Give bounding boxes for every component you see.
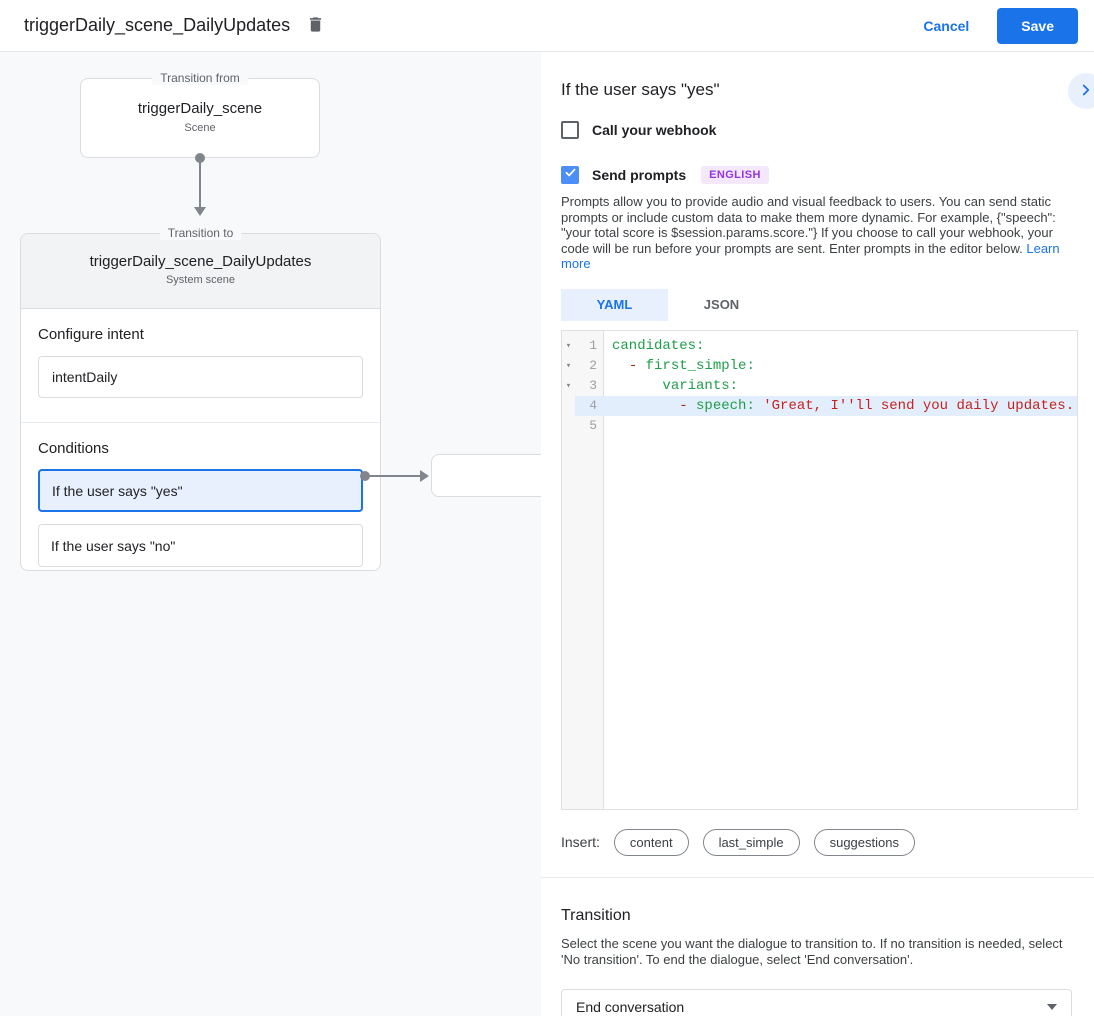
- transition-select[interactable]: End conversation: [561, 988, 1072, 1016]
- intent-field[interactable]: intentDaily: [38, 356, 363, 398]
- prompts-description-text: Prompts allow you to provide audio and v…: [561, 194, 1056, 256]
- transition-description: Select the scene you want the dialogue t…: [561, 935, 1063, 967]
- conditions-heading: Conditions: [38, 440, 109, 457]
- connector-dot: [195, 153, 205, 163]
- transition-selected-value: End conversation: [576, 998, 685, 1015]
- send-prompts-checkbox[interactable]: [561, 166, 579, 184]
- webhook-row: Call your webhook: [561, 121, 1078, 139]
- top-bar: triggerDaily_scene_DailyUpdates Cancel S…: [0, 0, 1094, 52]
- line-number: 5: [589, 417, 597, 433]
- card-divider: [21, 422, 380, 423]
- to-scene-type: System scene: [165, 274, 236, 286]
- intent-value: intentDaily: [52, 369, 118, 385]
- to-scene-name: triggerDaily_scene_DailyUpdates: [89, 253, 312, 270]
- code-line[interactable]: 4 - speech: 'Great, I''ll send you daily…: [562, 395, 1077, 416]
- dropdown-caret-icon: [1047, 1003, 1057, 1010]
- connector-line-vertical: [199, 159, 201, 207]
- arrow-down-icon: [194, 207, 206, 216]
- condition-no-label: If the user says "no": [51, 537, 176, 554]
- configure-intent-heading: Configure intent: [38, 326, 144, 343]
- condition-item-no[interactable]: If the user says "no": [38, 524, 363, 567]
- code-line-text: [604, 416, 1077, 436]
- prompts-description: Prompts allow you to provide audio and v…: [561, 194, 1075, 272]
- transition-from-node[interactable]: Transition from triggerDaily_scene Scene: [80, 71, 320, 158]
- fold-arrow-icon[interactable]: ▾: [565, 340, 572, 351]
- language-badge: ENGLISH: [701, 166, 769, 184]
- arrow-right-icon: [420, 470, 429, 482]
- scene-flow-panel: Transition from triggerDaily_scene Scene…: [0, 52, 541, 1016]
- condition-title: If the user says "yes": [561, 80, 720, 99]
- editor-tabs: YAML JSON: [561, 288, 1078, 321]
- transition-heading: Transition: [561, 906, 631, 924]
- connector-line-horizontal: [370, 475, 421, 477]
- chevron-right-icon: [1077, 81, 1094, 102]
- checkmark-icon: [564, 166, 577, 184]
- tab-json[interactable]: JSON: [703, 297, 740, 312]
- code-line[interactable]: 5: [562, 416, 1077, 436]
- line-number: 4: [575, 395, 604, 416]
- to-scene-body: Configure intent intentDaily Conditions …: [21, 326, 380, 567]
- code-line-text: - speech: 'Great, I''ll send you daily u…: [604, 395, 1077, 416]
- fold-arrow-icon[interactable]: ▾: [565, 380, 572, 391]
- code-line-text: candidates:: [612, 337, 705, 354]
- page-title: triggerDaily_scene_DailyUpdates: [24, 15, 291, 35]
- code-line[interactable]: ▾ 2 - first_simple:: [562, 356, 1077, 376]
- to-scene-header: triggerDaily_scene_DailyUpdates System s…: [21, 234, 380, 309]
- delete-scene-button[interactable]: [306, 15, 325, 37]
- fold-spacer: [562, 416, 575, 436]
- code-lines: ▾ 1 candidates: ▾ 2 - first_simple: ▾ 3 varian…: [562, 331, 1077, 436]
- insert-chip-content[interactable]: content: [613, 828, 689, 856]
- transition-to-node[interactable]: Transition to triggerDaily_scene_DailyUp…: [20, 226, 381, 571]
- line-number: 1: [589, 337, 597, 353]
- yaml-code-editor[interactable]: ▾ 1 candidates: ▾ 2 - first_simple: ▾ 3 varian…: [561, 329, 1078, 810]
- condition-detail-panel: If the user says "yes" Call your webhook…: [541, 52, 1094, 1016]
- cancel-button[interactable]: Cancel: [923, 18, 970, 34]
- transition-to-label: Transition to: [159, 226, 242, 240]
- insert-chip-suggestions[interactable]: suggestions: [813, 828, 915, 856]
- from-scene-name: triggerDaily_scene: [137, 100, 263, 117]
- tab-yaml[interactable]: YAML: [561, 288, 668, 321]
- panel-divider: [541, 876, 1094, 878]
- code-line[interactable]: ▾ 3 variants:: [562, 376, 1077, 396]
- insert-chip-last-simple[interactable]: last_simple: [702, 828, 800, 856]
- save-button[interactable]: Save: [997, 8, 1078, 44]
- transition-from-label: Transition from: [152, 71, 248, 85]
- collapse-panel-button[interactable]: [1068, 73, 1094, 109]
- code-line-text: - first_simple:: [628, 357, 755, 374]
- learn-more-link[interactable]: Learn more: [561, 240, 1060, 272]
- fold-spacer: [562, 396, 575, 416]
- code-line[interactable]: ▾ 1 candidates:: [562, 336, 1077, 356]
- send-prompts-label: Send prompts: [592, 167, 687, 183]
- webhook-checkbox[interactable]: [561, 121, 579, 139]
- prompts-row: Send prompts ENGLISH: [561, 166, 1078, 184]
- insert-label: Insert:: [561, 834, 600, 850]
- connector-dot: [360, 471, 370, 481]
- fold-arrow-icon[interactable]: ▾: [565, 360, 572, 371]
- line-number: 2: [589, 357, 597, 373]
- main-layout: Transition from triggerDaily_scene Scene…: [0, 52, 1094, 1016]
- transition-target-node[interactable]: [431, 454, 541, 497]
- condition-yes-label: If the user says "yes": [52, 482, 183, 499]
- code-line-text: variants:: [662, 377, 739, 394]
- webhook-label: Call your webhook: [592, 122, 717, 138]
- line-number: 3: [589, 377, 597, 393]
- condition-item-yes[interactable]: If the user says "yes": [38, 469, 363, 512]
- insert-row: Insert: content last_simple suggestions: [561, 828, 1078, 856]
- top-bar-actions: Cancel Save: [923, 0, 1078, 52]
- from-scene-type: Scene: [184, 122, 216, 134]
- trash-icon: [306, 15, 325, 37]
